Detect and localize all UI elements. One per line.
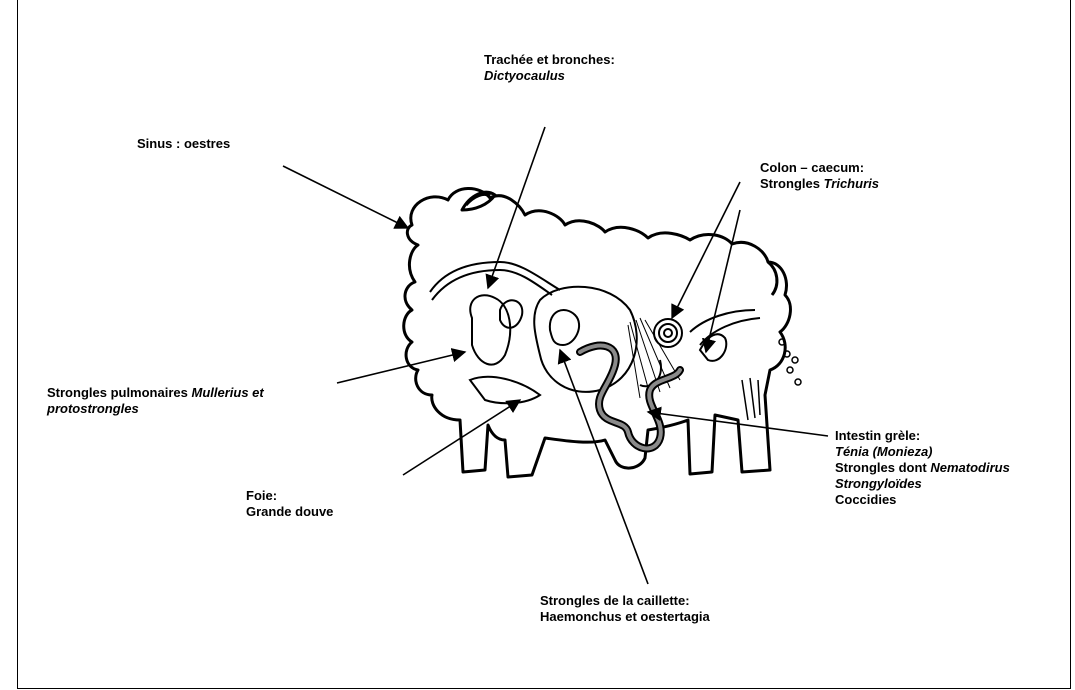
arrow-sinus xyxy=(283,166,408,228)
label-intestine-line1: Intestin grèle: xyxy=(835,428,1010,444)
label-intestine-line3: Strongles dont Nematodirus xyxy=(835,460,1010,476)
label-colon: Colon – caecum: Strongles Trichuris xyxy=(760,160,879,192)
label-sinus-line1: Sinus : oestres xyxy=(137,136,230,152)
arrow-pulmonary xyxy=(337,352,465,383)
sheep-outline xyxy=(404,188,791,477)
abomasum-shape xyxy=(550,310,579,345)
label-colon-line2: Strongles Trichuris xyxy=(760,176,879,192)
label-abomasum: Strongles de la caillette: Haemonchus et… xyxy=(540,593,710,625)
label-colon-line2-italic: Trichuris xyxy=(824,176,879,191)
label-intestine-line3-plain: Strongles dont xyxy=(835,460,930,475)
label-colon-line2-plain: Strongles xyxy=(760,176,824,191)
label-pulmonary-line1-plain: Strongles pulmonaires xyxy=(47,385,191,400)
rumen-shape xyxy=(534,287,637,392)
label-intestine-line3-italic: Nematodirus xyxy=(930,460,1009,475)
lung-shape xyxy=(470,295,510,364)
label-intestine-line2: Ténia (Monieza) xyxy=(835,444,1010,460)
label-colon-line1: Colon – caecum: xyxy=(760,160,879,176)
label-trachea-line1: Trachée et bronches: xyxy=(484,52,615,68)
pointer-arrows xyxy=(283,127,828,584)
label-pulmonary-line1-italic: Mullerius et xyxy=(191,385,263,400)
liver-shape xyxy=(470,377,540,403)
label-intestine: Intestin grèle: Ténia (Monieza) Strongle… xyxy=(835,428,1010,508)
arrow-colon-2 xyxy=(706,210,740,352)
label-trachea: Trachée et bronches: Dictyocaulus xyxy=(484,52,615,84)
label-sinus: Sinus : oestres xyxy=(137,136,230,152)
label-abomasum-line1: Strongles de la caillette: xyxy=(540,593,710,609)
label-pulmonary: Strongles pulmonaires Mullerius et proto… xyxy=(47,385,264,417)
label-liver-line1: Foie: xyxy=(246,488,333,504)
label-abomasum-line2: Haemonchus et oestertagia xyxy=(540,609,710,625)
label-pulmonary-line1: Strongles pulmonaires Mullerius et xyxy=(47,385,264,401)
label-liver: Foie: Grande douve xyxy=(246,488,333,520)
label-liver-line2: Grande douve xyxy=(246,504,333,520)
label-intestine-line5: Coccidies xyxy=(835,492,1010,508)
label-pulmonary-line2: protostrongles xyxy=(47,401,264,417)
heart-shape xyxy=(500,300,522,327)
label-trachea-line2: Dictyocaulus xyxy=(484,68,615,84)
arrow-trachea xyxy=(488,127,545,288)
label-intestine-line4: Strongyloïdes xyxy=(835,476,1010,492)
